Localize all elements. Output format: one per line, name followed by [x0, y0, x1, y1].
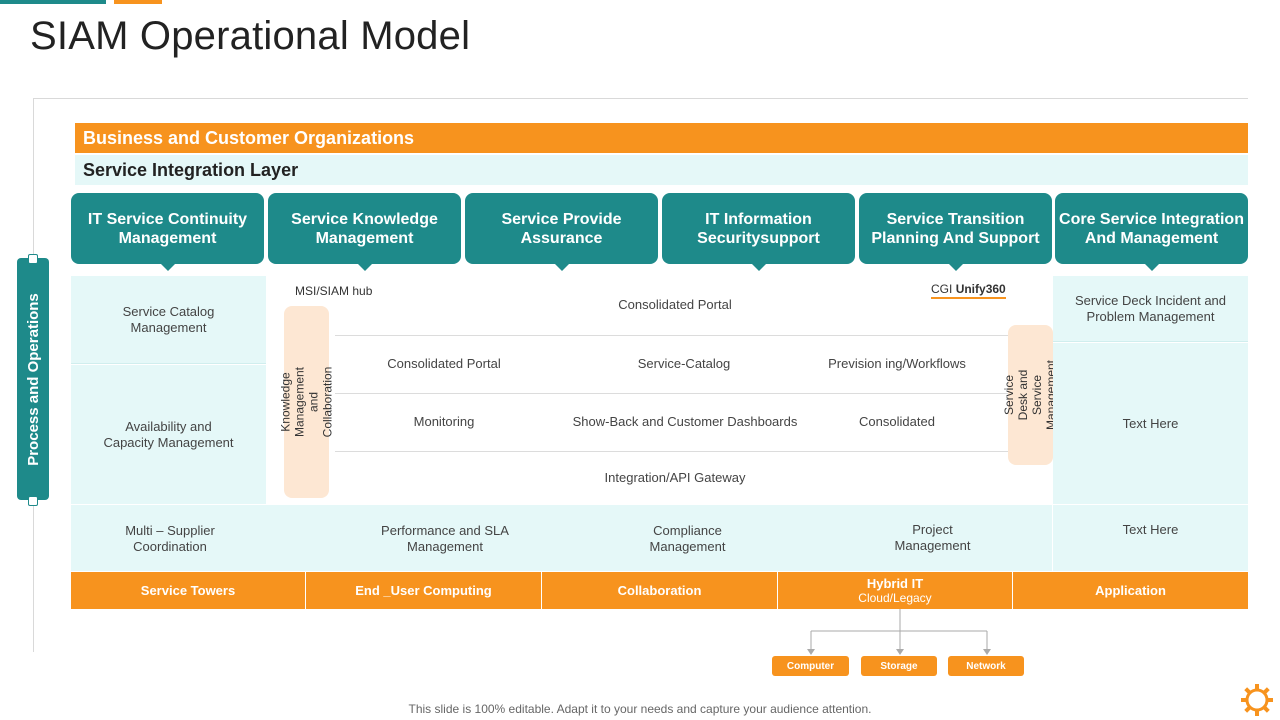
pillar-label: IT Information Securitysupport	[697, 210, 820, 247]
label-knob-bottom	[28, 496, 38, 506]
row2-col2: Service-Catalog	[637, 356, 731, 371]
footer-note: This slide is 100% editable. Adapt it to…	[408, 702, 872, 716]
process-operations-label: Process and Operations	[17, 258, 49, 500]
frame-top-line	[33, 98, 1248, 99]
pillar-label: Core Service Integration And Management	[1059, 210, 1244, 247]
tower-application: Application	[1013, 572, 1248, 609]
gear-icon	[1241, 684, 1273, 716]
cell-availability: Availability and Capacity Management	[71, 365, 266, 504]
tower-service-towers: Service Towers	[71, 572, 306, 609]
row2-col1: Consolidated Portal	[387, 356, 501, 371]
msi-hub-panel	[267, 276, 1052, 504]
tower-label: End _User Computing	[355, 583, 492, 598]
cell-multi-supplier: Multi – Supplier Coordination	[125, 523, 215, 554]
pillar-core-integration: Core Service Integration And Management	[1055, 193, 1248, 271]
pillar-label: Service Transition Planning And Support	[871, 210, 1040, 247]
row3-col3: Consolidated	[859, 414, 935, 429]
pillar-service-knowledge: Service Knowledge Management	[268, 193, 461, 271]
box-network: Network	[948, 656, 1024, 676]
tower-sublabel: Cloud/Legacy	[858, 591, 932, 605]
tab-label: Knowledge Management and Collaboration	[278, 366, 335, 438]
divider	[1052, 505, 1053, 571]
row-api-gateway: Integration/API Gateway	[604, 470, 746, 485]
cell-text-here-1: Text Here	[1053, 343, 1248, 504]
knowledge-collab-tab: Knowledge Management and Collaboration	[279, 306, 335, 498]
tower-collaboration: Collaboration	[542, 572, 778, 609]
cell-service-deck: Service Deck Incident and Problem Manage…	[1053, 276, 1248, 342]
accent-bar-orange	[114, 0, 162, 4]
pillar-service-assurance: Service Provide Assurance	[465, 193, 658, 271]
page-title: SIAM Operational Model	[30, 14, 471, 58]
cell-label: Service Deck Incident and Problem Manage…	[1074, 292, 1227, 324]
pillar-label: Service Knowledge Management	[291, 210, 438, 247]
box-computer: Computer	[772, 656, 849, 676]
business-banner: Business and Customer Organizations	[75, 123, 1248, 153]
row3-col1: Monitoring	[413, 414, 475, 429]
cell-project-management: Project Management	[894, 522, 971, 553]
cell-performance-sla: Performance and SLA Management	[381, 523, 509, 554]
pillar-label: Service Provide Assurance	[501, 210, 622, 247]
tower-label: Service Towers	[140, 583, 236, 598]
hybrid-connector	[807, 609, 991, 655]
cell-label: Availability and Capacity Management	[103, 418, 234, 450]
accent-bar-teal	[0, 0, 106, 4]
row3-col2: Show-Back and Customer Dashboards	[572, 414, 798, 429]
cgi-prefix: CGI	[931, 282, 953, 296]
service-desk-tab: Service Desk and Service Management	[1003, 325, 1059, 465]
cell-label: Service Catalog Management	[122, 303, 215, 335]
cell-label: Text Here	[1122, 415, 1179, 431]
tab-label: Service Desk and Service Management	[1002, 359, 1059, 431]
hub-label: MSI/SIAM hub	[295, 284, 373, 298]
pillar-it-service-continuity: IT Service Continuity Management	[71, 193, 264, 271]
label-knob-top	[28, 254, 38, 264]
process-operations-text: Process and Operations	[24, 292, 42, 466]
cgi-brand: Unify360	[955, 282, 1006, 296]
pillar-service-transition: Service Transition Planning And Support	[859, 193, 1052, 271]
bottom-process-row	[71, 505, 1248, 571]
cell-text-here-2: Text Here	[1122, 522, 1179, 537]
cgi-logo: CGI Unify360	[931, 282, 1006, 299]
tower-label: Application	[1095, 583, 1166, 598]
box-storage: Storage	[861, 656, 937, 676]
row2-col3: Prevision ing/Workflows	[828, 356, 966, 371]
tower-end-user: End _User Computing	[306, 572, 542, 609]
pillar-it-security: IT Information Securitysupport	[662, 193, 855, 271]
tower-label: Collaboration	[617, 583, 702, 598]
cell-compliance: Compliance Management	[649, 523, 726, 554]
row-consolidated-portal: Consolidated Portal	[618, 297, 732, 312]
integration-banner: Service Integration Layer	[75, 155, 1248, 185]
divider	[335, 335, 1015, 336]
divider	[335, 393, 1015, 394]
divider	[335, 451, 1015, 452]
cell-service-catalog: Service Catalog Management	[71, 276, 266, 364]
tower-label: Hybrid IT	[866, 576, 924, 591]
pillar-label: IT Service Continuity Management	[87, 210, 248, 247]
